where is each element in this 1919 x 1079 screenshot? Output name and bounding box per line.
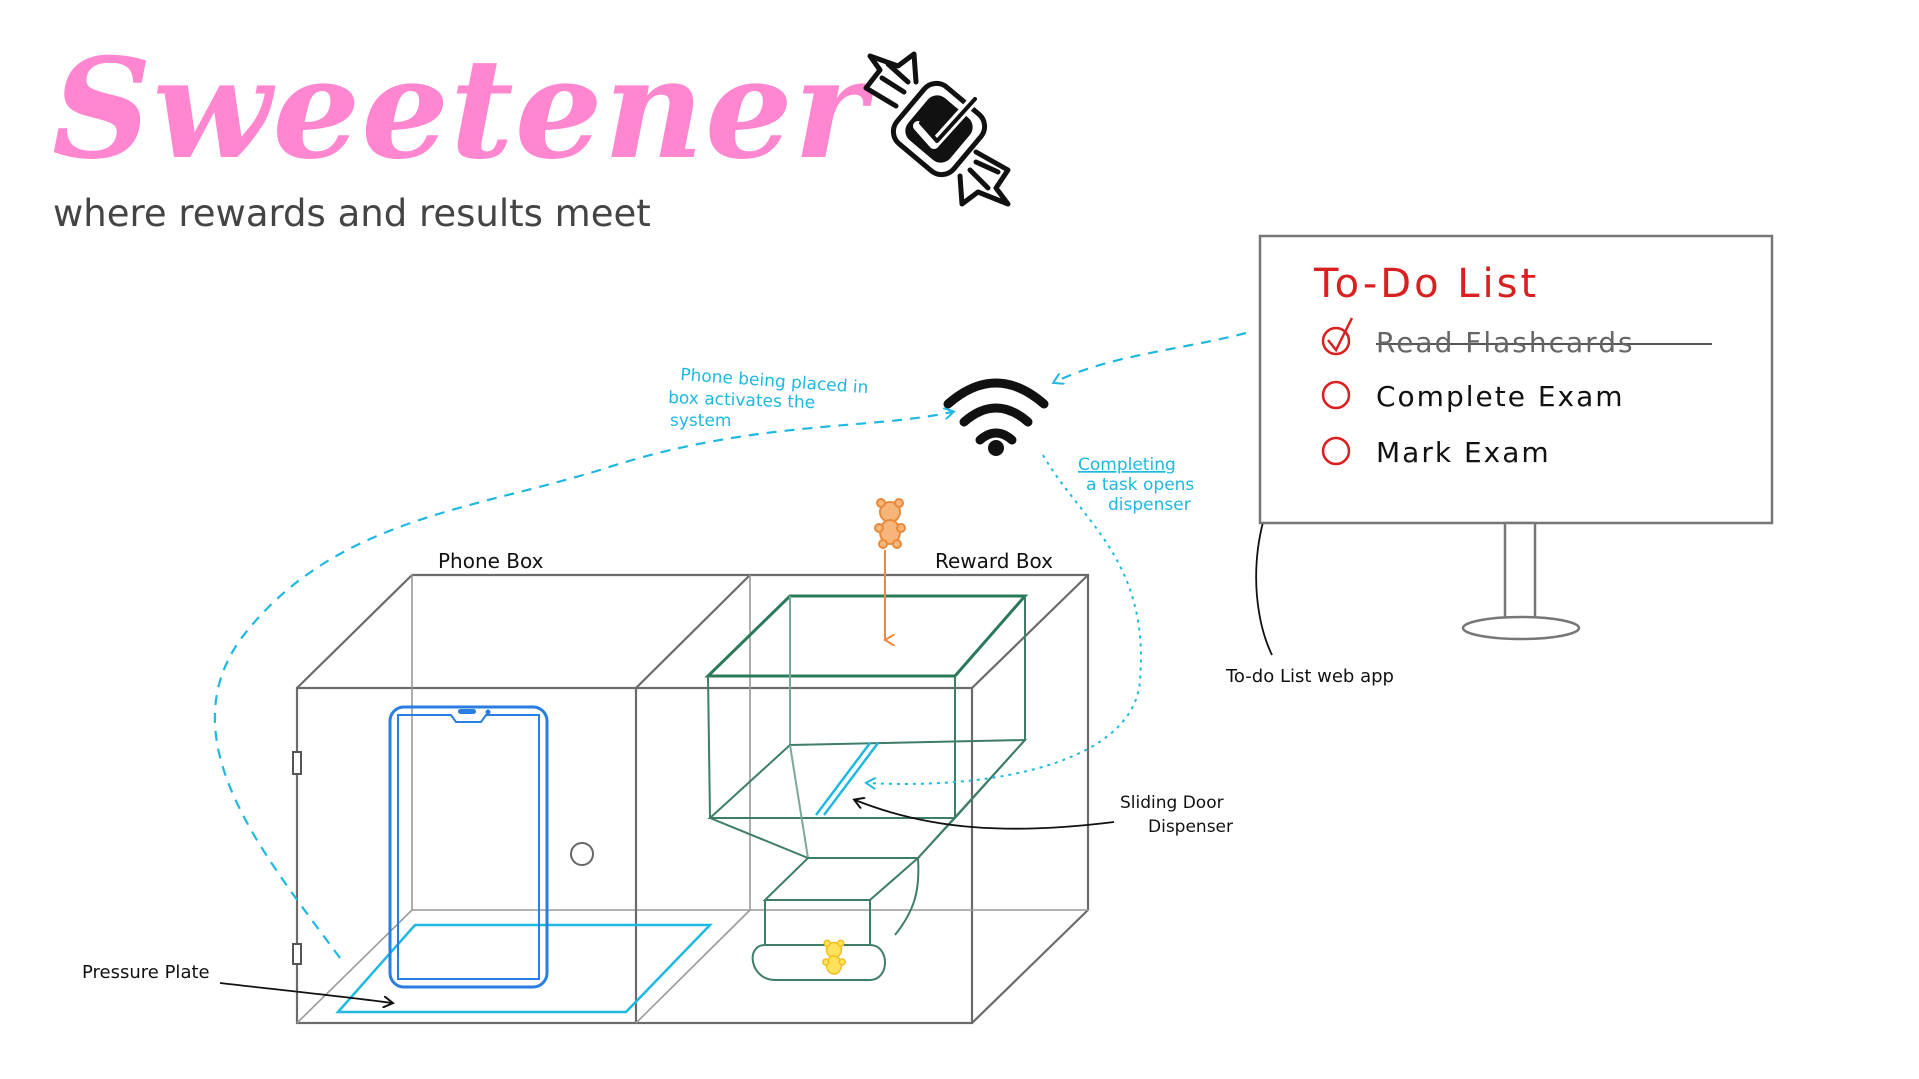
pressure-plate-label: Pressure Plate — [82, 962, 210, 983]
connection-lines — [213, 331, 1247, 959]
todo-item-label: Complete Exam — [1376, 380, 1625, 413]
web-app-label: To-do List web app — [1225, 666, 1394, 687]
reward-box-label: Reward Box — [935, 549, 1053, 573]
sliding-door-label: Sliding Door — [1120, 793, 1224, 813]
door-hinges — [292, 751, 302, 965]
pressure-plate — [335, 923, 713, 1014]
app-title: Sweetener — [52, 27, 868, 190]
checkbox-done-icon — [1321, 317, 1354, 356]
teddy-bear-icon — [874, 498, 906, 549]
sliding-door-label: Dispenser — [1148, 817, 1233, 837]
wifi-icon — [943, 378, 1049, 445]
pressure-plate-arrow — [219, 982, 392, 1003]
checkbox-empty-icon — [1321, 436, 1351, 466]
todo-board — [1258, 234, 1774, 641]
todo-item-label: Read Flashcards — [1376, 326, 1635, 359]
todo-item-label: Mark Exam — [1376, 436, 1551, 469]
sliding-door-arrow — [855, 800, 1115, 830]
todo-title: To-Do List — [1313, 261, 1539, 307]
checkbox-empty-icon — [1321, 380, 1351, 410]
annotation-phone-placed: system — [670, 411, 731, 431]
annotation-completing-task: dispenser — [1108, 495, 1191, 515]
task-dispenser-line — [868, 454, 1142, 784]
sliding-door — [815, 742, 879, 816]
phone-box-label: Phone Box — [438, 549, 544, 573]
annotation-completing-task: Completing — [1078, 455, 1176, 475]
phone — [388, 705, 549, 989]
reward-hopper — [704, 594, 1029, 981]
annotation-completing-task: a task opens — [1086, 475, 1194, 495]
annotation-phone-placed: box activates the — [668, 388, 816, 413]
tagline: where rewards and results meet — [53, 192, 651, 235]
teddy-bear-icon — [822, 939, 846, 975]
box-frame — [295, 573, 1090, 1025]
candy-check-icon — [863, 51, 1011, 207]
door-knob — [570, 842, 594, 866]
